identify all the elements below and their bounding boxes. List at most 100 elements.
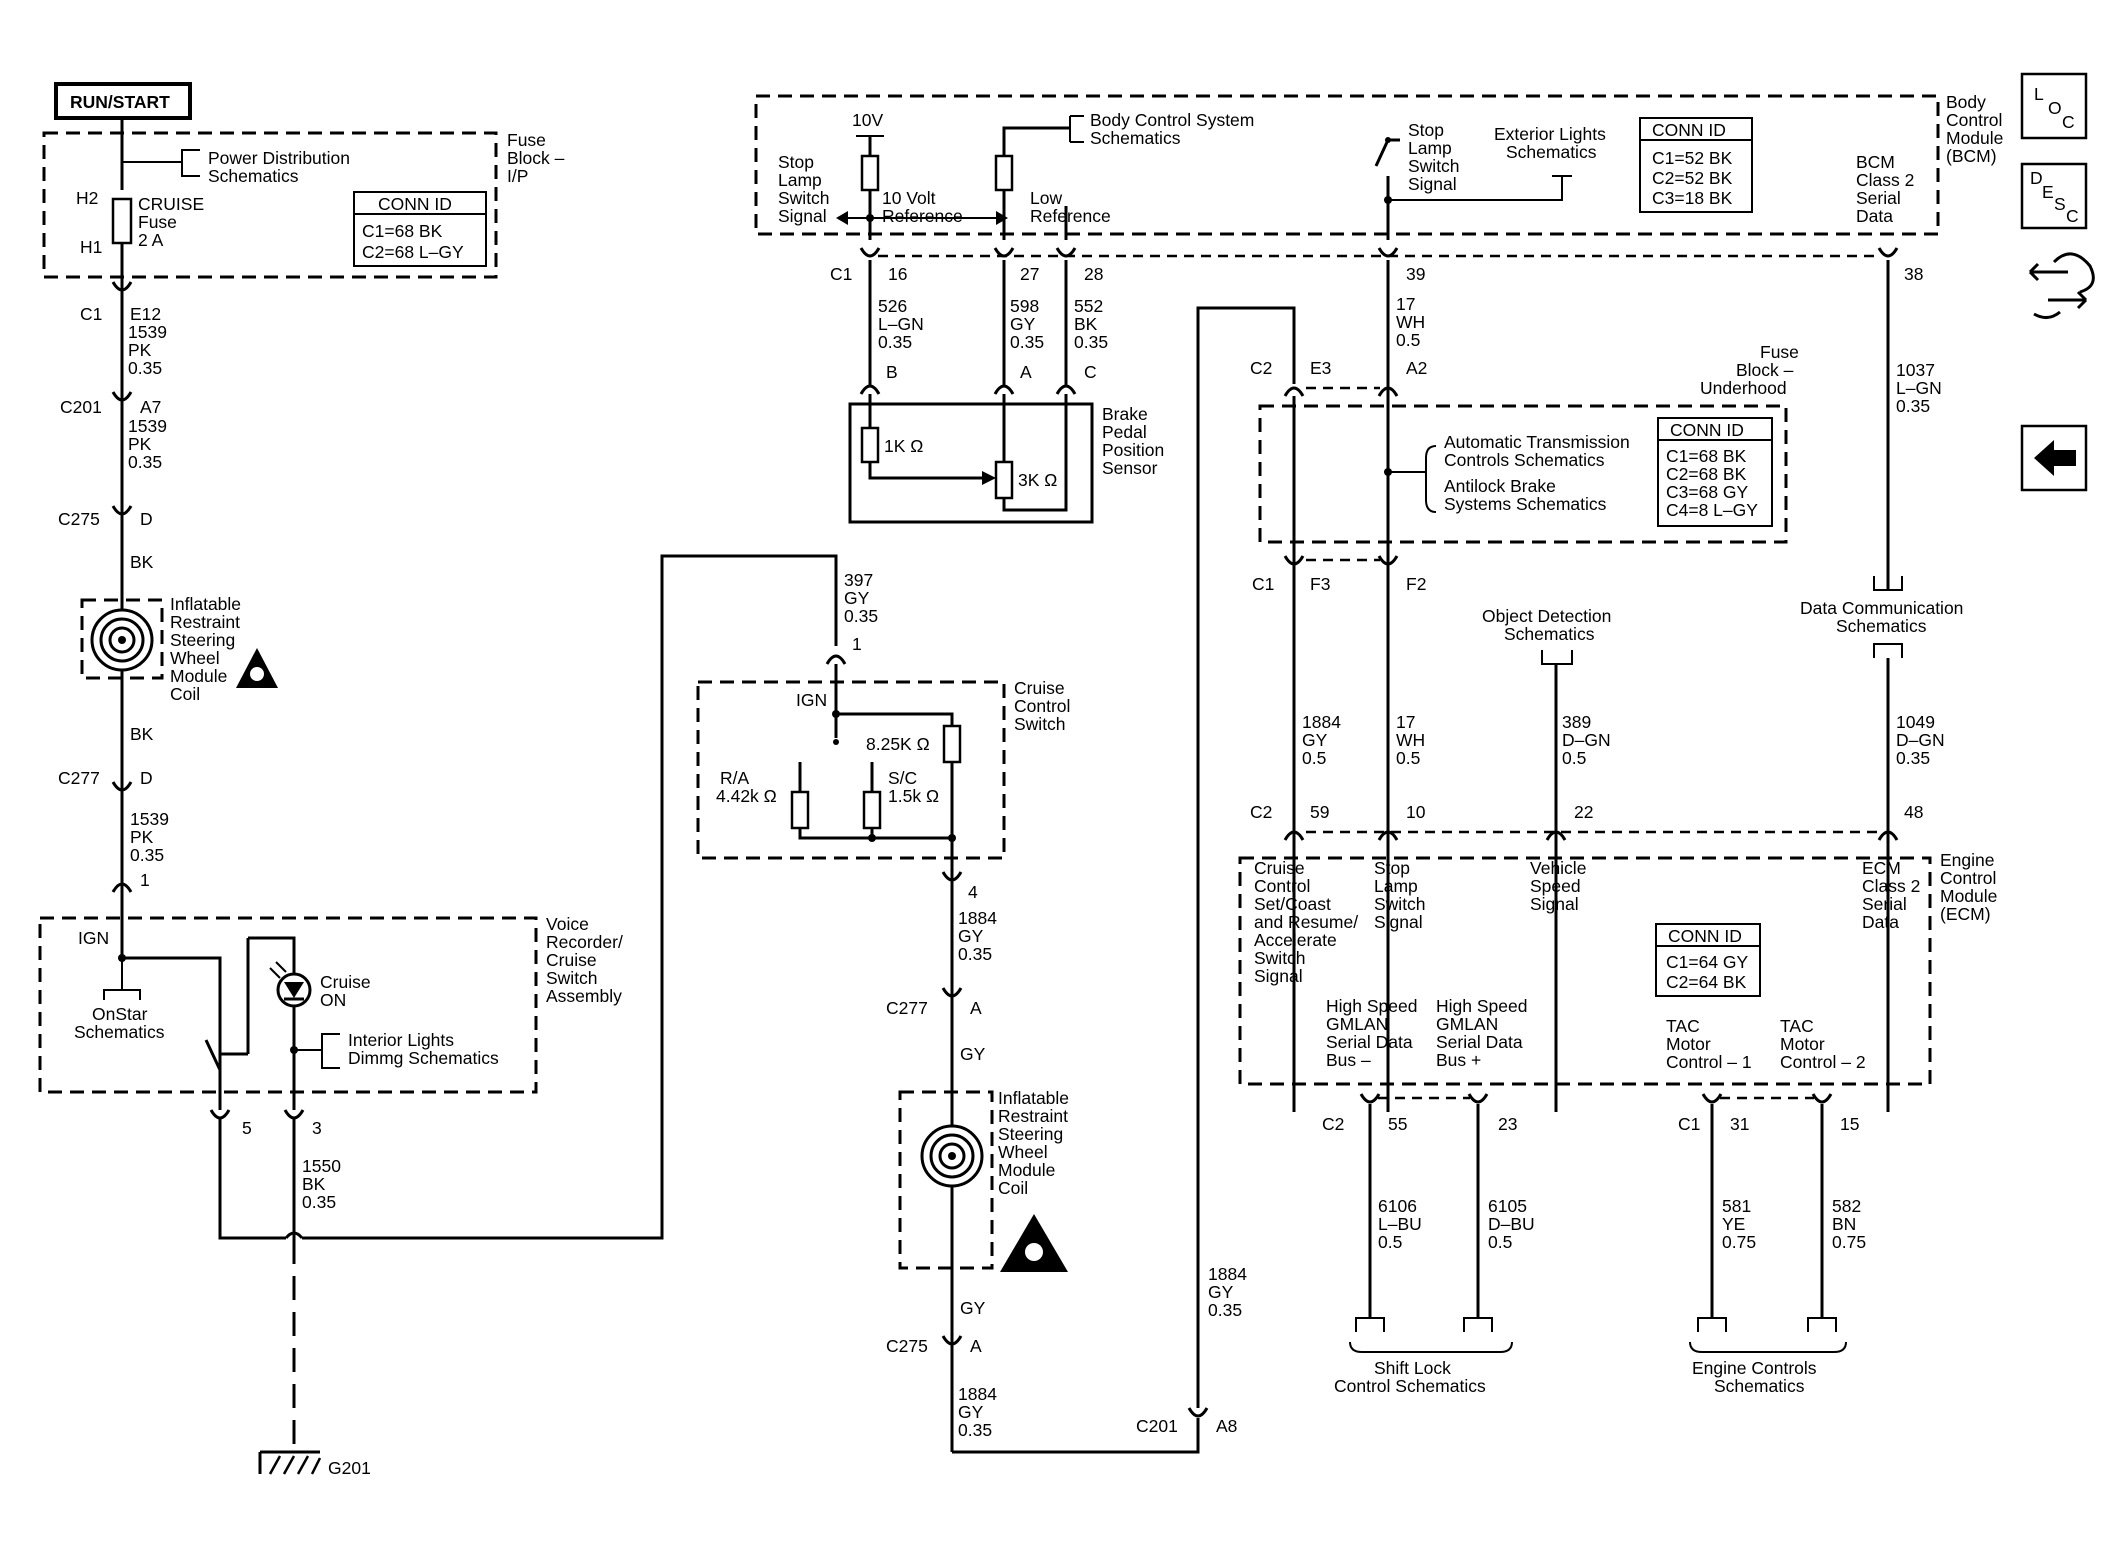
svg-text:0.5: 0.5 (1488, 1232, 1512, 1252)
svg-text:E12: E12 (130, 304, 161, 324)
brake-3k-resistor (994, 460, 1014, 500)
svg-text:E3: E3 (1310, 358, 1331, 378)
svg-text:Signal: Signal (1254, 966, 1303, 986)
svg-text:Switch: Switch (778, 188, 830, 208)
svg-text:A: A (970, 998, 982, 1018)
coil-right-label: Inflatable Restraint Steering Wheel Modu… (998, 1088, 1069, 1198)
svg-text:GMLAN: GMLAN (1326, 1014, 1388, 1034)
ecm-pin-55: 55 (1359, 1093, 1407, 1134)
back-button[interactable] (2020, 424, 2088, 492)
bcm-stop-lamp-switch-signal: Stop Lamp Switch Signal (1408, 120, 1460, 194)
wire-bk-1: BK (130, 552, 154, 572)
conn-id-fbu: CONN ID C1=68 BK C2=68 BK C3=68 GY C4=8 … (1657, 417, 1773, 527)
svg-text:0.35: 0.35 (128, 358, 162, 378)
connector-c201-a8: C201 A8 (1136, 1407, 1237, 1436)
svg-text:5: 5 (242, 1118, 252, 1138)
resistor-8-25k (942, 724, 962, 764)
ground-g201-icon (258, 1450, 322, 1475)
svg-text:Assembly: Assembly (546, 986, 622, 1006)
wire-1539-pk-2: 1539 PK 0.35 (128, 416, 167, 472)
svg-text:0.5: 0.5 (1378, 1232, 1402, 1252)
wire-1539-pk-3: 1539 PK 0.35 (130, 809, 169, 865)
voice-recorder-title: Voice Recorder/ Cruise Switch Assembly (546, 914, 623, 1006)
svg-text:Serial: Serial (1856, 188, 1901, 208)
svg-text:A7: A7 (140, 397, 161, 417)
svg-text:31: 31 (1730, 1114, 1749, 1134)
svg-text:55: 55 (1388, 1114, 1407, 1134)
svg-text:Antilock Brake: Antilock Brake (1444, 476, 1556, 496)
svg-text:0.35: 0.35 (958, 944, 992, 964)
wire-1539-pk-1: 1539 PK 0.35 (128, 322, 167, 378)
svg-text:Motor: Motor (1666, 1034, 1711, 1054)
svg-text:Vehicle: Vehicle (1530, 858, 1586, 878)
svg-text:27: 27 (1020, 264, 1039, 284)
svg-text:1037: 1037 (1896, 360, 1935, 380)
svg-text:Schematics: Schematics (1506, 142, 1597, 162)
svg-text:Serial Data: Serial Data (1326, 1032, 1413, 1052)
loc-button[interactable]: L O C (2020, 72, 2088, 140)
svg-text:BK: BK (302, 1174, 326, 1194)
svg-text:0.5: 0.5 (1396, 330, 1420, 350)
svg-text:Data: Data (1856, 206, 1893, 226)
svg-text:C1=52 BK: C1=52 BK (1652, 148, 1733, 168)
wire-582-bn: 582 BN 0.75 (1832, 1196, 1866, 1252)
svg-text:2 A: 2 A (138, 230, 164, 250)
ten-volt-label: 10V (852, 110, 883, 130)
svg-text:Module: Module (170, 666, 227, 686)
resistor-sc (862, 790, 882, 830)
svg-text:GMLAN: GMLAN (1436, 1014, 1498, 1034)
svg-text:0.5: 0.5 (1396, 748, 1420, 768)
svg-text:598: 598 (1010, 296, 1039, 316)
svg-text:0.35: 0.35 (1896, 748, 1930, 768)
svg-text:Switch: Switch (1408, 156, 1460, 176)
svg-text:Switch: Switch (1014, 714, 1066, 734)
svg-text:0.35: 0.35 (878, 332, 912, 352)
ecm-gmlan-bus-neg: High Speed GMLAN Serial Data Bus – (1326, 996, 1417, 1070)
coil-left-label: Inflatable Restraint Steering Wheel Modu… (170, 594, 241, 704)
svg-text:Cruise: Cruise (546, 950, 597, 970)
svg-text:S/C: S/C (888, 768, 917, 788)
svg-text:Data Communication: Data Communication (1800, 598, 1963, 618)
svg-text:Class 2: Class 2 (1856, 170, 1914, 190)
svg-text:581: 581 (1722, 1196, 1751, 1216)
svg-text:0.35: 0.35 (844, 606, 878, 626)
svg-text:Data: Data (1862, 912, 1899, 932)
svg-text:0.35: 0.35 (958, 1420, 992, 1440)
connector-c1-e12: C1 E12 (80, 281, 161, 324)
coil-left-icon (90, 608, 154, 672)
svg-text:Steering: Steering (998, 1124, 1063, 1144)
svg-text:D–GN: D–GN (1562, 730, 1611, 750)
ecm-stop-lamp-signal: Stop Lamp Switch Signal (1374, 858, 1426, 932)
svg-text:TAC: TAC (1780, 1016, 1814, 1036)
fbu-pin-f3: F3 (1283, 555, 1330, 594)
power-distribution-ref: Power Distribution Schematics (208, 148, 350, 186)
connector-c275-a: C275 A (886, 1335, 982, 1356)
svg-text:GY: GY (1010, 314, 1036, 334)
bcm-low-ref-resistor (994, 154, 1014, 192)
voice-recorder-box (38, 916, 538, 1094)
brake-3k-label: 3K Ω (1018, 470, 1057, 490)
desc-button[interactable]: D E S C (2020, 162, 2088, 230)
svg-text:22: 22 (1574, 802, 1593, 822)
ecm-pin-15: 15 (1811, 1093, 1859, 1134)
fbu-c1-label: C1 (1252, 574, 1274, 594)
svg-text:0.35: 0.35 (1208, 1300, 1242, 1320)
svg-text:H1: H1 (80, 237, 102, 257)
svg-text:C275: C275 (886, 1336, 928, 1356)
svg-text:CONN ID: CONN ID (378, 194, 452, 214)
svg-text:Lamp: Lamp (1374, 876, 1418, 896)
connector-icon[interactable] (2028, 252, 2095, 319)
svg-text:Lamp: Lamp (1408, 138, 1452, 158)
svg-text:Module: Module (1940, 886, 1997, 906)
ecm-pin-10: 10 (1377, 802, 1426, 841)
svg-text:Low: Low (1030, 188, 1062, 208)
svg-text:PK: PK (128, 434, 152, 454)
ecm-c1b-label: C1 (1678, 1114, 1700, 1134)
wire-1884-gy-cs1: 1884 GY 0.35 (958, 908, 997, 964)
svg-text:1539: 1539 (128, 322, 167, 342)
svg-text:C2=68 L–GY: C2=68 L–GY (362, 242, 464, 262)
svg-text:(ECM): (ECM) (1940, 904, 1991, 924)
brake-sensor-pin-c: C (1055, 362, 1097, 395)
fbu-pin-e3: E3 (1283, 358, 1331, 397)
wire-1884-gy-mid: 1884 GY 0.5 (1302, 712, 1341, 768)
